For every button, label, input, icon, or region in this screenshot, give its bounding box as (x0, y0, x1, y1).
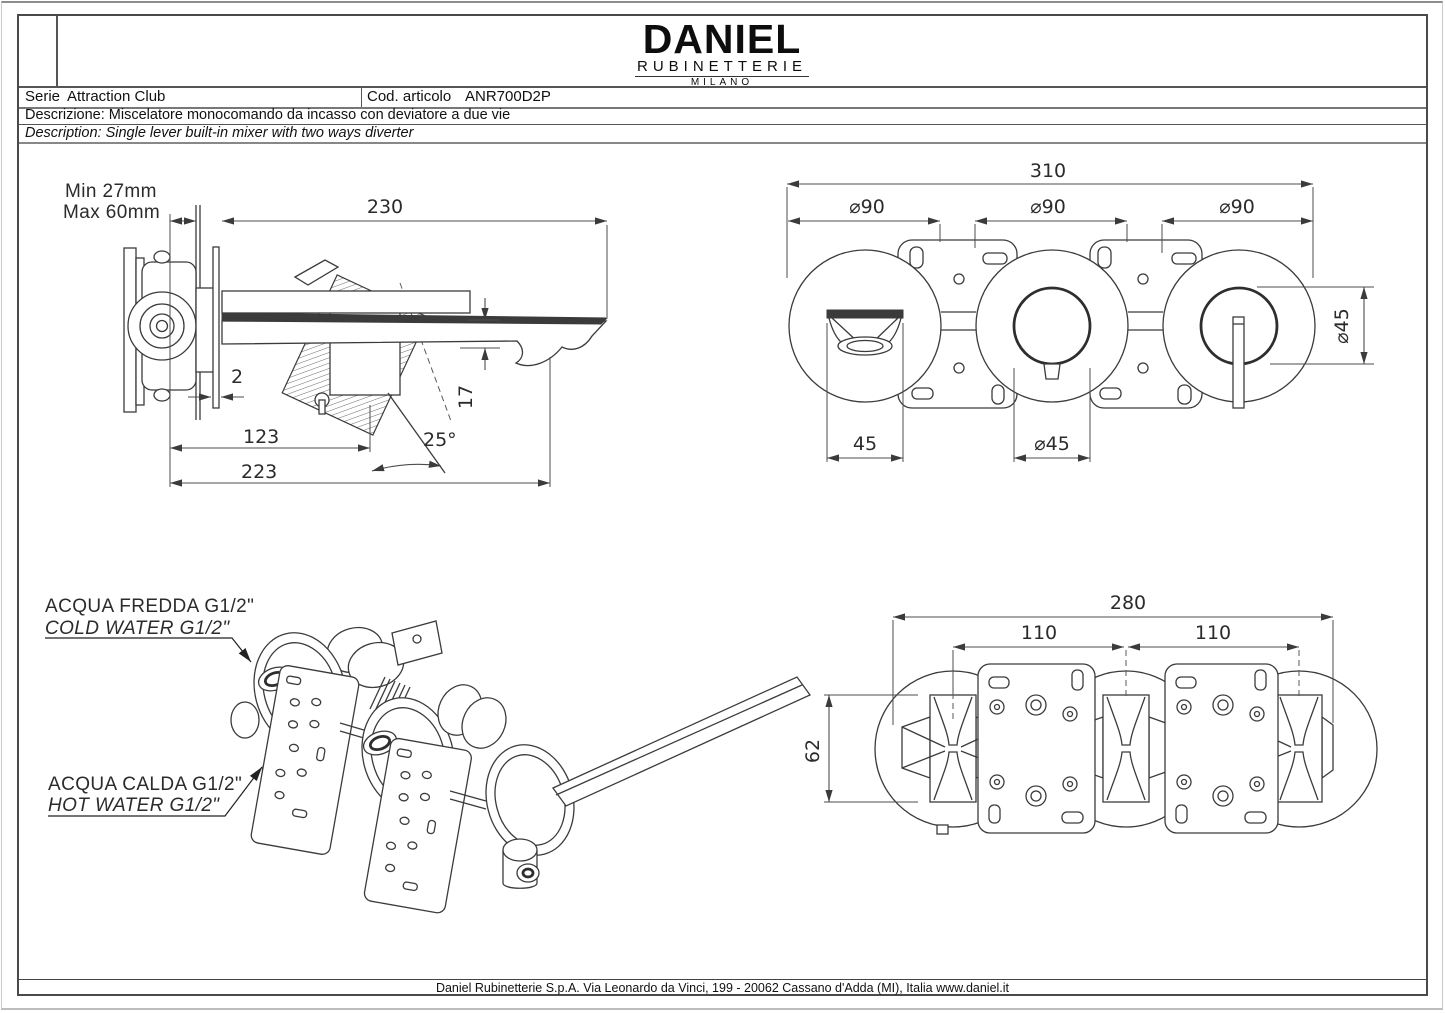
iso-side-boss (230, 701, 260, 739)
rosette-center (975, 249, 1129, 403)
brand-logo: DANIEL RUBINETTERIE MILANO (634, 16, 810, 89)
dim-min-depth: Min 27mm (65, 181, 157, 202)
iso-diverter-body (437, 684, 507, 749)
dim-max-depth: Max 60mm (63, 202, 160, 223)
dim-cartridge-distance: 123 (243, 426, 279, 448)
label-hot-en: HOT WATER G1/2" (48, 795, 220, 816)
descrizione-text: Descrizione: Miscelatore monocomando da … (25, 107, 511, 123)
iso-center-inlet (362, 730, 398, 756)
dim-overall-width-top: 280 (1110, 592, 1146, 614)
handle-lever (1232, 316, 1245, 409)
footer-address: Daniel Rubinetterie S.p.A. Via Leonardo … (435, 981, 1010, 995)
dim-rosette-right: ⌀90 (1219, 196, 1255, 218)
spout-blade (221, 312, 609, 325)
code-value: ANR700D2P (465, 88, 551, 105)
brand-sub: RUBINETTERIE (634, 58, 810, 77)
dim-spacing-right: 110 (1195, 622, 1231, 644)
rosette-left (788, 249, 942, 403)
spout-underside (221, 320, 608, 367)
dim-spout-height: 17 (455, 385, 477, 409)
inwall-flap (293, 259, 340, 286)
top-tab (936, 824, 949, 835)
iso-outlet-fitting (502, 838, 540, 889)
descrizione-row: Descrizione: Miscelatore monocomando da … (19, 107, 1426, 125)
spout-housing (221, 290, 471, 314)
footer: Daniel Rubinetterie S.p.A. Via Leonardo … (19, 979, 1426, 997)
top-view-drawing: 280 110 110 62 (802, 592, 1378, 835)
serie-row: Serie Attraction Club Cod. articolo ANR7… (19, 86, 1426, 109)
isometric-view-drawing: ACQUA FREDDA G1/2" COLD WATER G1/2" ACQU… (45, 596, 811, 914)
label-cold-en: COLD WATER G1/2" (45, 618, 230, 639)
label-hot-it: ACQUA CALDA G1/2" (48, 774, 242, 795)
handle-angle-line (387, 392, 446, 474)
dim-outlet-distance: 223 (241, 461, 277, 483)
iso-cartridge (326, 620, 443, 720)
dim-plate-thickness: 2 (231, 366, 243, 388)
serie-divider (361, 86, 362, 107)
hot-leader-line (48, 766, 263, 817)
dim-rosette-center: ⌀90 (1030, 196, 1066, 218)
code-label: Cod. articolo (367, 88, 452, 105)
valve-connection-circle (127, 291, 197, 361)
description-row: Description: Single lever built-in mixer… (19, 125, 1426, 144)
brand-city: MILANO (690, 77, 754, 88)
front-view-drawing: 310 ⌀90 ⌀90 ⌀90 45 ⌀45 ⌀45 (786, 160, 1374, 462)
dim-handle-inner: ⌀45 (1331, 308, 1353, 344)
dim-spout-length: 230 (367, 196, 403, 218)
cold-leader-line (45, 637, 252, 663)
iso-plate-center (363, 737, 472, 914)
logo-cell-left-border (56, 16, 58, 86)
dim-spout-width: 45 (853, 433, 877, 455)
dim-spacing-left: 110 (1021, 622, 1057, 644)
description-text: Description: Single lever built-in mixer… (25, 124, 414, 141)
diverter-knob (1043, 363, 1061, 380)
brand-name: DANIEL (642, 16, 802, 62)
dim-rosette-left: ⌀90 (849, 196, 885, 218)
label-cold-it: ACQUA FREDDA G1/2" (45, 596, 254, 617)
logo-row: DANIEL RUBINETTERIE MILANO (19, 16, 1426, 88)
dim-body-depth: 62 (802, 739, 824, 763)
serie-label: Serie (25, 88, 61, 105)
side-view-drawing: Min 27mm Max 60mm 230 2 17 123 25° 223 (63, 181, 609, 487)
top-plate-left (977, 663, 1096, 834)
spout-front (826, 309, 904, 356)
iso-plate-left (250, 665, 360, 855)
iso-spout-blade (552, 676, 811, 807)
dim-diverter-inner: ⌀45 (1034, 433, 1070, 455)
wall-escutcheon-plate (212, 246, 220, 409)
dim-handle-angle: 25° (423, 429, 457, 451)
dim-overall-width: 310 (1030, 160, 1066, 182)
serie-value: Attraction Club (67, 88, 166, 105)
top-plate-right (1164, 663, 1279, 834)
